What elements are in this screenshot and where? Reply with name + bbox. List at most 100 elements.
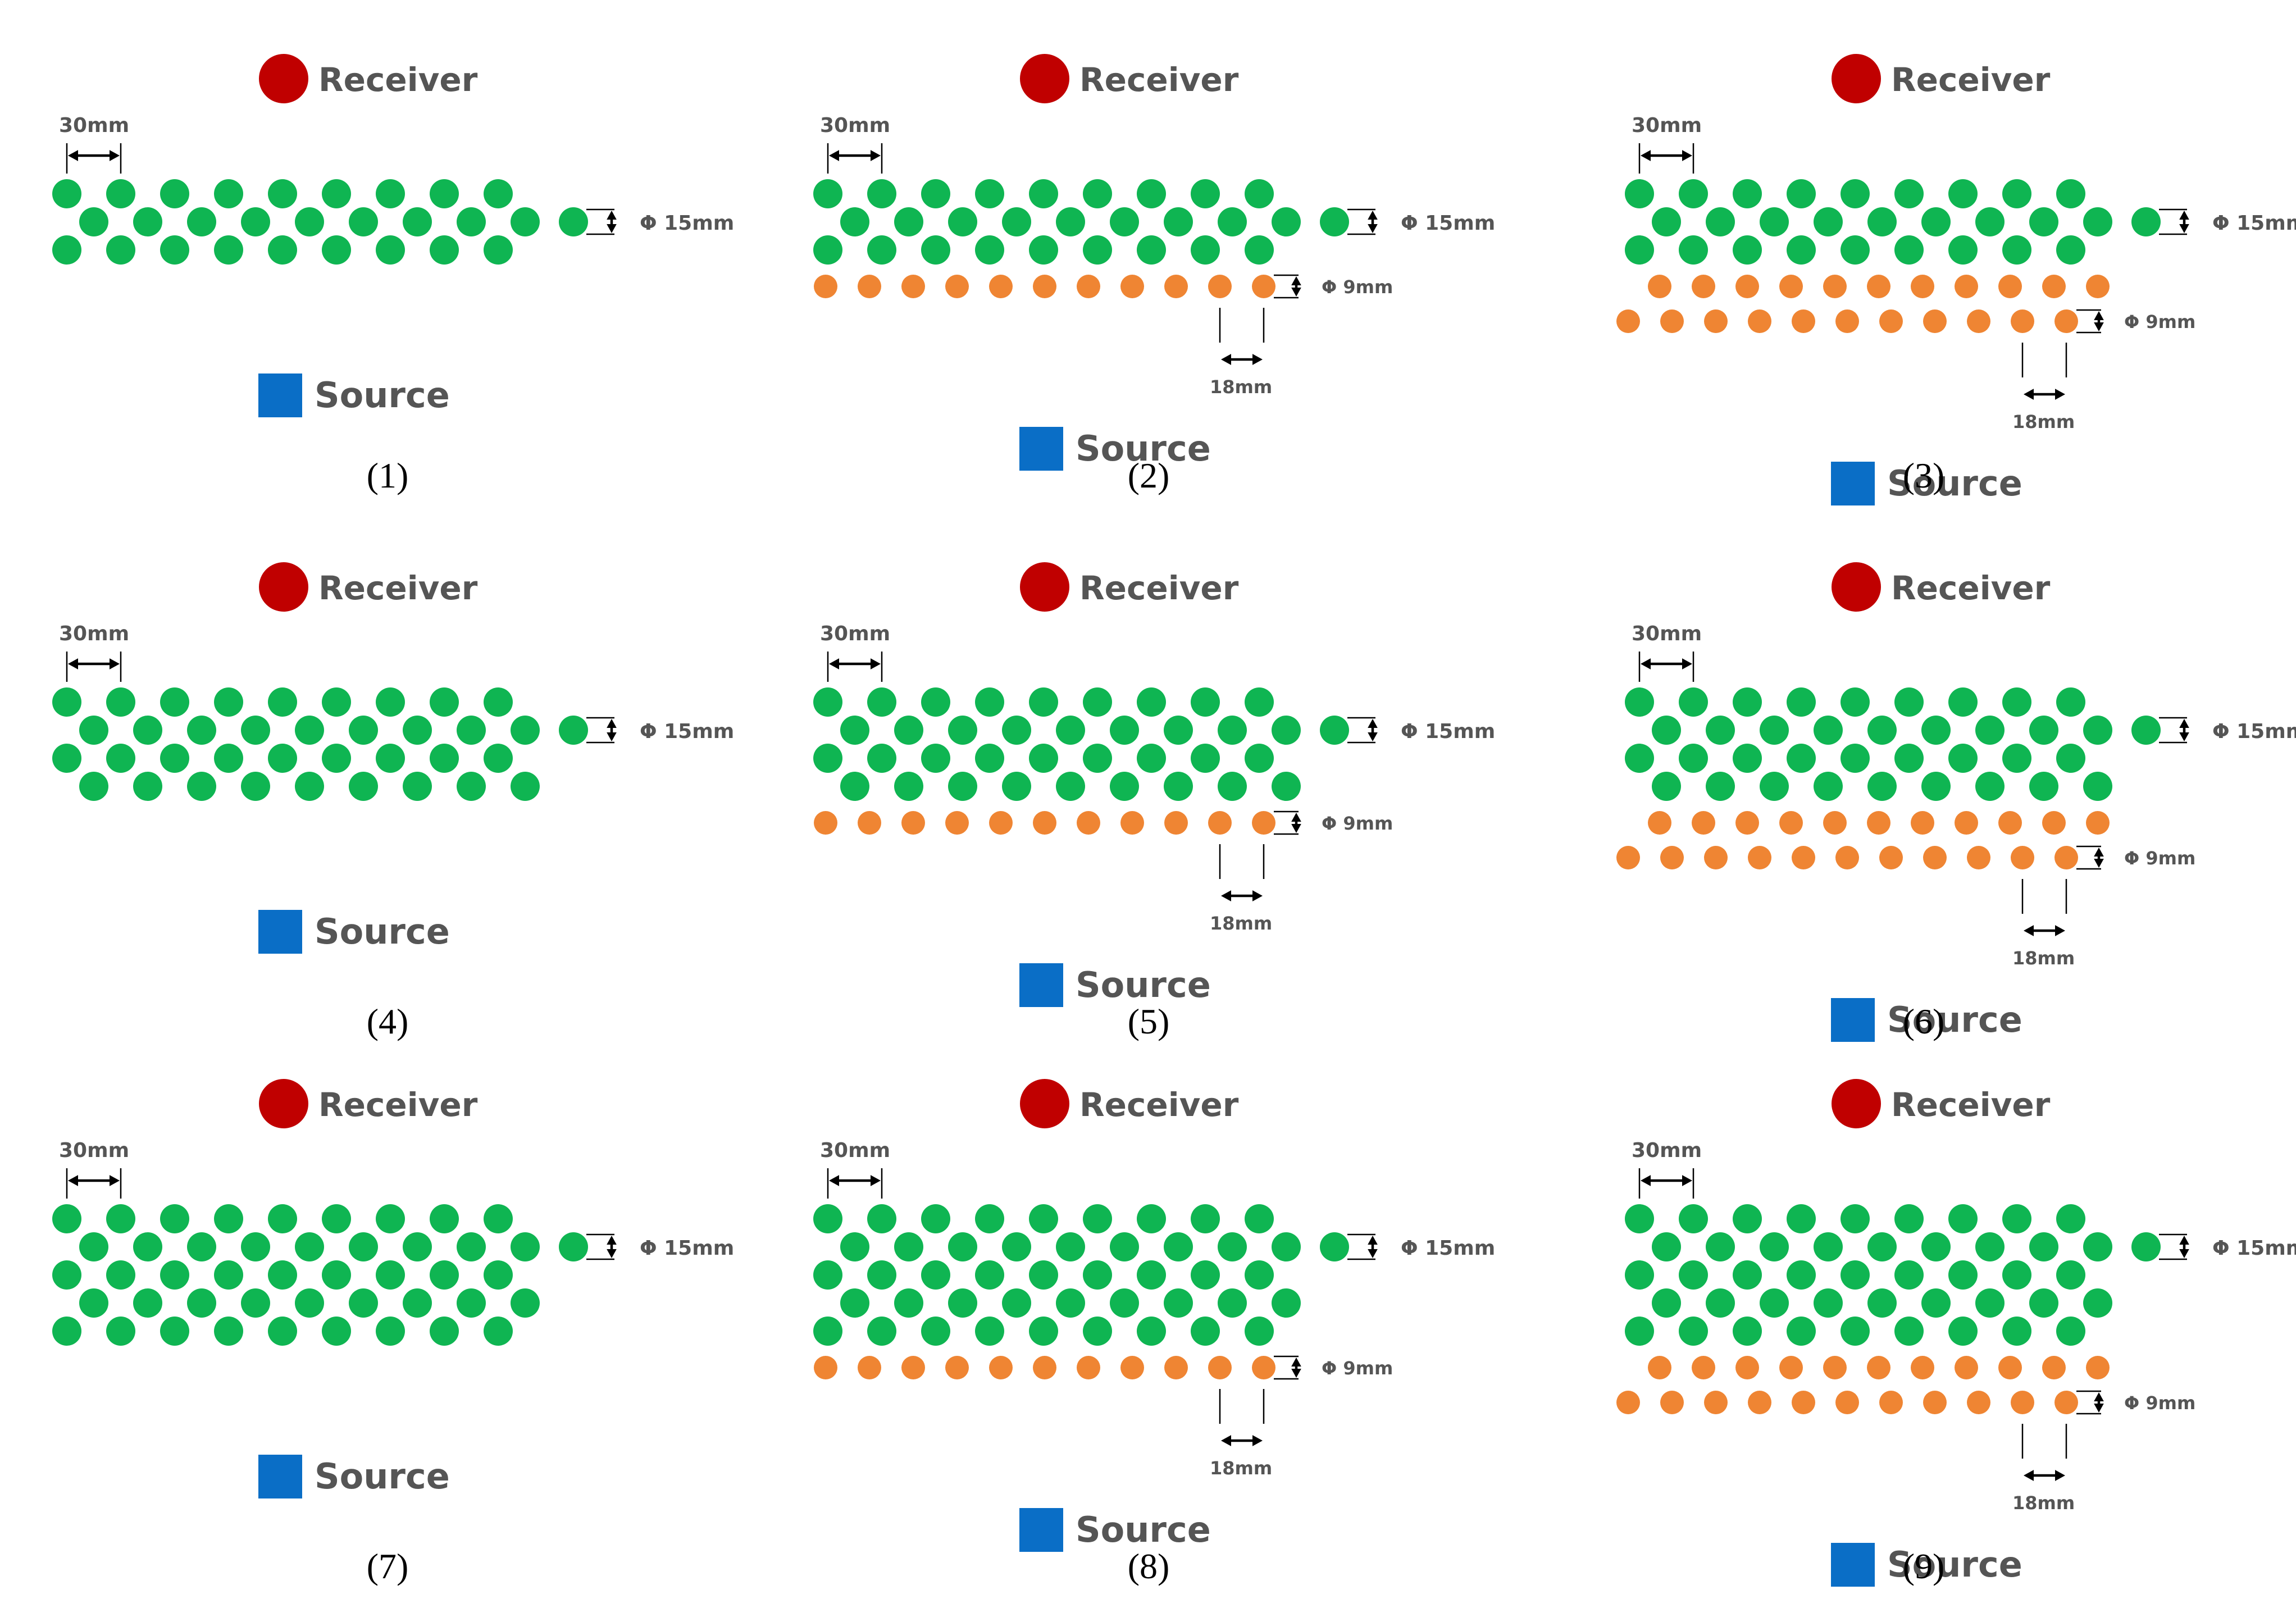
orange-pitch-dimension — [1219, 1389, 1265, 1446]
orange-element — [1660, 846, 1684, 869]
pitch-label: 30mm — [59, 1139, 129, 1162]
green-element — [2083, 1232, 2112, 1261]
green-element — [1733, 687, 1762, 717]
green-element — [813, 179, 842, 208]
green-element — [1056, 207, 1085, 236]
green-element — [430, 179, 459, 208]
orange-element — [1998, 811, 2022, 835]
green-element-array — [52, 179, 588, 265]
green-element — [1245, 235, 1274, 265]
orange-element — [1077, 1356, 1100, 1379]
green-element — [1002, 716, 1031, 745]
orange-element — [2011, 309, 2034, 333]
green-element — [1110, 1288, 1139, 1318]
green-element — [1975, 716, 2005, 745]
green-element — [2056, 687, 2085, 717]
pitch-dimension — [66, 652, 122, 682]
green-element — [975, 744, 1004, 773]
green-element — [457, 1288, 486, 1318]
green-element — [322, 179, 351, 208]
orange-element — [1835, 1391, 1859, 1414]
green-element — [1164, 207, 1193, 236]
green-element — [403, 716, 432, 745]
green-element — [975, 1260, 1004, 1290]
green-element — [1320, 716, 1349, 745]
orange-element — [1823, 811, 1847, 835]
orange-element — [2042, 1356, 2066, 1379]
green-element — [1921, 1232, 1951, 1261]
receiver-label: Receiver — [1079, 569, 1239, 607]
green-element — [1625, 1317, 1654, 1346]
green-element — [187, 1288, 216, 1318]
source-label: Source — [315, 375, 450, 416]
orange-element — [1077, 275, 1100, 298]
green-element — [2029, 207, 2058, 236]
green-element — [1164, 716, 1193, 745]
green-element — [1787, 1204, 1816, 1233]
orange-element — [1208, 811, 1232, 835]
orange-pitch-dimension — [2021, 879, 2067, 936]
orange-element — [814, 275, 837, 298]
green-element — [295, 772, 324, 801]
orange-element — [2042, 275, 2066, 298]
green-diameter-label: Φ 15mm — [1401, 1237, 1495, 1260]
green-element — [1894, 687, 1924, 717]
green-element — [106, 235, 135, 265]
orange-element — [1923, 846, 1947, 869]
orange-diameter-label: Φ 9mm — [1322, 276, 1393, 298]
green-element — [1083, 235, 1112, 265]
green-element — [1760, 1288, 1789, 1318]
green-element — [484, 179, 513, 208]
green-element — [1867, 1288, 1897, 1318]
green-element — [1110, 207, 1139, 236]
orange-element — [1252, 1356, 1275, 1379]
green-element — [268, 179, 297, 208]
green-element — [1841, 1260, 1870, 1290]
green-element — [1056, 1288, 1085, 1318]
green-element — [2002, 1260, 2031, 1290]
source-marker — [1019, 1508, 1063, 1552]
green-element — [52, 687, 81, 717]
green-element — [1841, 179, 1870, 208]
source-marker — [1019, 427, 1063, 471]
green-element — [1841, 744, 1870, 773]
orange-pitch-label: 18mm — [1210, 376, 1272, 398]
green-element — [1029, 1204, 1058, 1233]
green-element — [840, 716, 869, 745]
receiver-marker — [259, 54, 308, 103]
green-element — [268, 1260, 297, 1290]
green-element — [1002, 1288, 1031, 1318]
green-element — [948, 772, 977, 801]
green-element — [1814, 772, 1843, 801]
green-element — [484, 687, 513, 717]
orange-pitch-dimension — [1219, 308, 1265, 365]
pitch-label: 30mm — [1632, 114, 1702, 137]
green-element — [376, 687, 405, 717]
orange-element — [2086, 811, 2110, 835]
green-element — [1218, 772, 1247, 801]
green-element — [2083, 207, 2112, 236]
green-element — [106, 1204, 135, 1233]
pitch-dimension — [1638, 143, 1694, 174]
green-element — [1164, 772, 1193, 801]
green-element — [268, 687, 297, 717]
green-element — [1787, 1260, 1816, 1290]
green-element — [79, 1232, 108, 1261]
orange-element — [2086, 1356, 2110, 1379]
orange-element — [1792, 309, 1815, 333]
green-element — [79, 772, 108, 801]
green-element — [2029, 716, 2058, 745]
green-element — [1625, 1204, 1654, 1233]
green-element — [867, 179, 896, 208]
green-element — [921, 744, 950, 773]
green-element — [1029, 179, 1058, 208]
green-element — [921, 1317, 950, 1346]
green-element — [1679, 1204, 1708, 1233]
source-marker — [258, 373, 302, 417]
green-element — [1760, 207, 1789, 236]
green-element — [403, 1232, 432, 1261]
green-element — [1245, 687, 1274, 717]
green-element — [1921, 207, 1951, 236]
